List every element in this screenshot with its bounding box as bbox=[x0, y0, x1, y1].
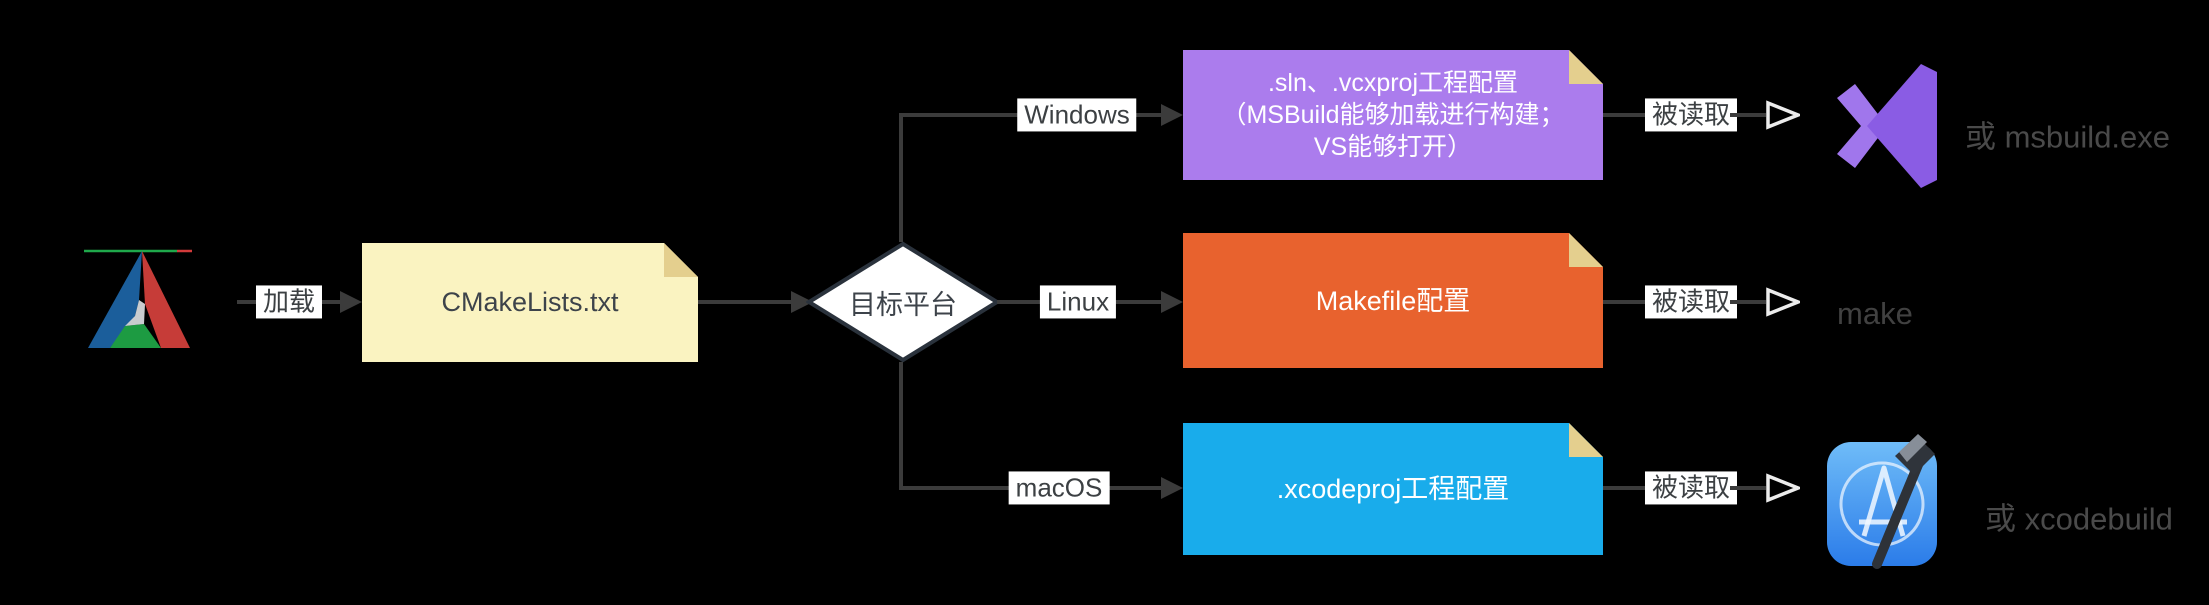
edge-label-linux: Linux bbox=[1039, 285, 1117, 319]
open-arrowhead-icon bbox=[1766, 287, 1800, 317]
visual-studio-icon bbox=[1837, 64, 1937, 188]
open-arrowhead-icon bbox=[1766, 473, 1800, 503]
note-background bbox=[362, 243, 698, 362]
note-background bbox=[1183, 423, 1603, 555]
note-background bbox=[1183, 50, 1603, 180]
xcodeproj-config-line: .xcodeproj工程配置 bbox=[1276, 474, 1510, 504]
xcode-icon bbox=[1827, 434, 1937, 569]
arrowhead-icon bbox=[1161, 104, 1183, 126]
node-xcodeproj-config: .xcodeproj工程配置 bbox=[1183, 423, 1603, 555]
connector-line bbox=[899, 113, 903, 242]
edge-label-macos: macOS bbox=[1008, 471, 1110, 505]
tool-label-make: make bbox=[1837, 296, 1913, 331]
makefile-config-line: Makefile配置 bbox=[1315, 285, 1471, 316]
node-windows-config: .sln、.vcxproj工程配置 （MSBuild能够加载进行构建； VS能够… bbox=[1183, 50, 1603, 180]
connector-line bbox=[1730, 300, 1766, 304]
connector-line bbox=[698, 300, 793, 304]
node-makefile-config: Makefile配置 bbox=[1183, 233, 1603, 368]
connector-line bbox=[899, 362, 903, 490]
open-arrowhead-icon bbox=[1766, 100, 1800, 130]
decision-target-platform: 目标平台 bbox=[806, 241, 1000, 363]
windows-config-line: （MSBuild能够加载进行构建； bbox=[1221, 101, 1565, 129]
connector-line bbox=[1603, 486, 1652, 490]
connector-line bbox=[1730, 486, 1766, 490]
windows-config-line: VS能够打开） bbox=[1313, 133, 1473, 161]
edge-label-windows: Windows bbox=[1017, 98, 1137, 132]
connector-line bbox=[1603, 300, 1652, 304]
connector-line bbox=[1603, 113, 1652, 117]
connector-line bbox=[1730, 113, 1766, 117]
diamond-shape bbox=[806, 241, 1000, 363]
tool-label-msbuild: 或 msbuild.exe bbox=[1965, 119, 2171, 155]
windows-config-line: .sln、.vcxproj工程配置 bbox=[1267, 69, 1519, 97]
decision-label: 目标平台 bbox=[849, 289, 957, 320]
edge-label-load: 加载 bbox=[255, 285, 323, 319]
edge-label-read: 被读取 bbox=[1644, 285, 1738, 319]
node-cmakelists: CMakeLists.txt bbox=[362, 243, 698, 362]
cmake-logo-icon bbox=[84, 249, 192, 348]
edge-label-read: 被读取 bbox=[1644, 98, 1738, 132]
note-background bbox=[1183, 233, 1603, 368]
arrowhead-icon bbox=[791, 291, 813, 313]
edge-label-read: 被读取 bbox=[1644, 471, 1738, 505]
arrowhead-icon bbox=[340, 291, 362, 313]
arrowhead-icon bbox=[1161, 477, 1183, 499]
arrowhead-icon bbox=[1161, 291, 1183, 313]
tool-label-xcodebuild: 或 xcodebuild bbox=[1985, 501, 2173, 537]
node-cmakelists-label: CMakeLists.txt bbox=[441, 287, 619, 317]
